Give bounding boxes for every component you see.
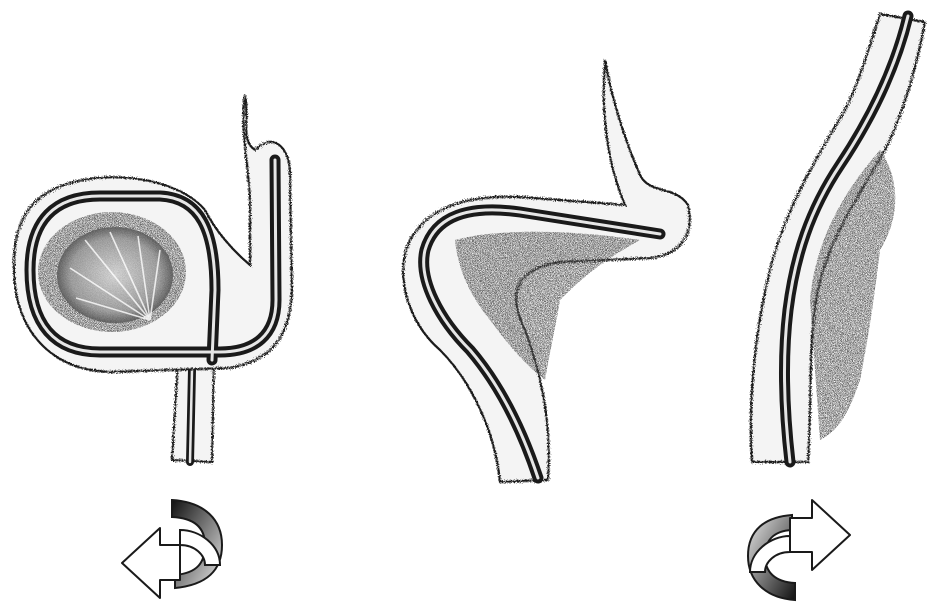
counterclockwise-rotation-arrow-icon [122,500,222,598]
panel-straight-tube [751,14,925,462]
clockwise-rotation-arrow-icon [748,500,850,600]
tube-lower-segment [172,360,214,462]
loop-stone-mass [38,212,186,332]
panel-bent-tube [403,60,689,482]
panel-looped-tube [14,95,292,462]
